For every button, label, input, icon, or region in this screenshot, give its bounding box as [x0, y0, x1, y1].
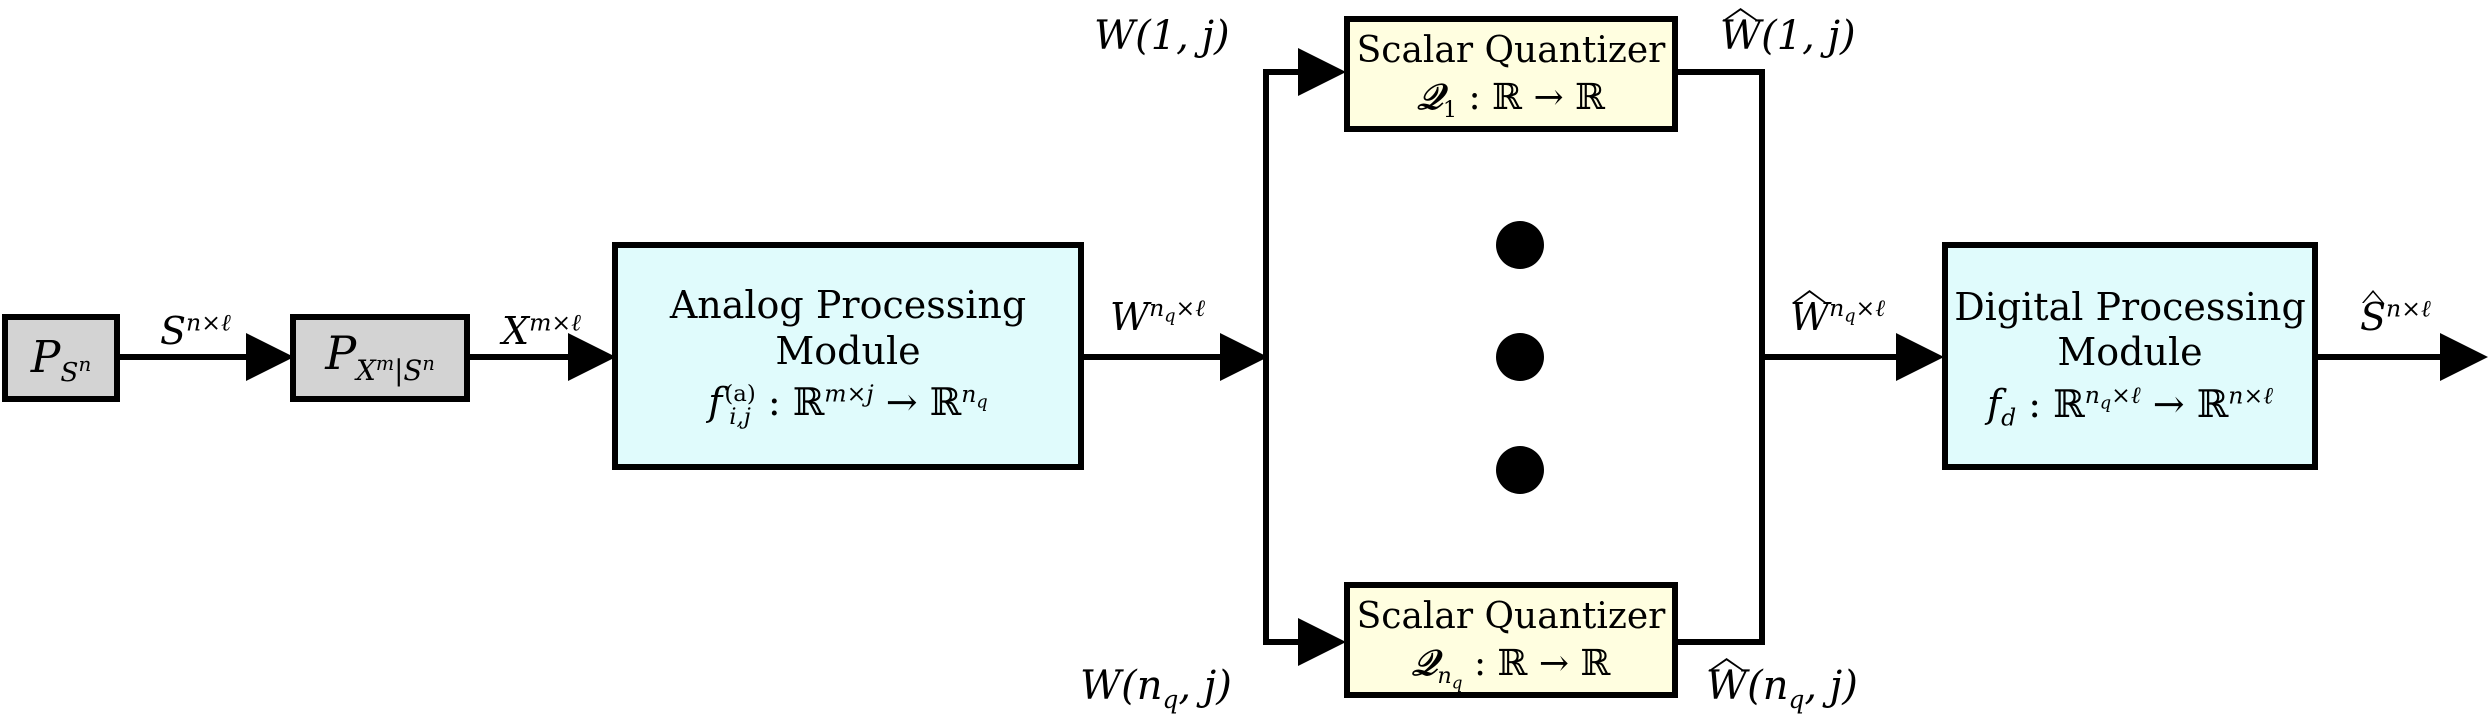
analog-processing-block: Analog Processing Module f(a)i,j : ℝm×j … [612, 242, 1084, 470]
quantizer-bottom-map: 𝒬nq : ℝ → ℝ [1411, 642, 1611, 693]
quantizer-top-title: Scalar Quantizer [1356, 29, 1666, 71]
digital-function: fd : ℝnq×ℓ → ℝn×ℓ [1986, 381, 2273, 432]
signal-w-bottom-label: W(nq, j) [1080, 663, 1232, 714]
analog-function: f(a)i,j : ℝm×j → ℝnq [708, 379, 988, 430]
source-label: PSn [30, 331, 92, 389]
scalar-quantizer-bottom: Scalar Quantizer 𝒬nq : ℝ → ℝ [1344, 582, 1678, 698]
quantizer-bottom-title: Scalar Quantizer [1356, 595, 1666, 637]
signal-what-top-label: W(1, j) [1720, 13, 1856, 59]
quantizer-top-map: 𝒬1 : ℝ → ℝ [1417, 76, 1605, 124]
source-block: PSn [2, 314, 120, 402]
merge-top [1676, 69, 1765, 357]
channel-label: PXm|Sn [325, 326, 435, 387]
digital-title-line1: Digital Processing [1954, 284, 2306, 329]
digital-processing-block: Digital Processing Module fd : ℝnq×ℓ → ℝ… [1942, 242, 2318, 470]
signal-w-top-label: W(1, j) [1094, 13, 1230, 59]
signal-what-label: Wnq×ℓ [1790, 294, 1886, 339]
ellipsis-dot-1 [1496, 221, 1544, 269]
signal-shat-label: Sn×ℓ [2360, 294, 2431, 339]
signal-w-label: Wnq×ℓ [1110, 294, 1206, 339]
analog-title-line1: Analog Processing [669, 283, 1027, 328]
scalar-quantizer-top: Scalar Quantizer 𝒬1 : ℝ → ℝ [1344, 16, 1678, 132]
analog-title-line2: Module [775, 328, 921, 373]
signal-x-label: Xm×ℓ [502, 308, 581, 353]
merge-bottom [1676, 357, 1765, 645]
channel-block: PXm|Sn [290, 314, 470, 402]
ellipsis-dot-3 [1496, 446, 1544, 494]
signal-s-label: Sn×ℓ [160, 308, 231, 353]
digital-title-line2: Module [2057, 330, 2203, 375]
signal-what-bottom-label: W(nq, j) [1706, 663, 1858, 714]
ellipsis-dot-2 [1496, 333, 1544, 381]
